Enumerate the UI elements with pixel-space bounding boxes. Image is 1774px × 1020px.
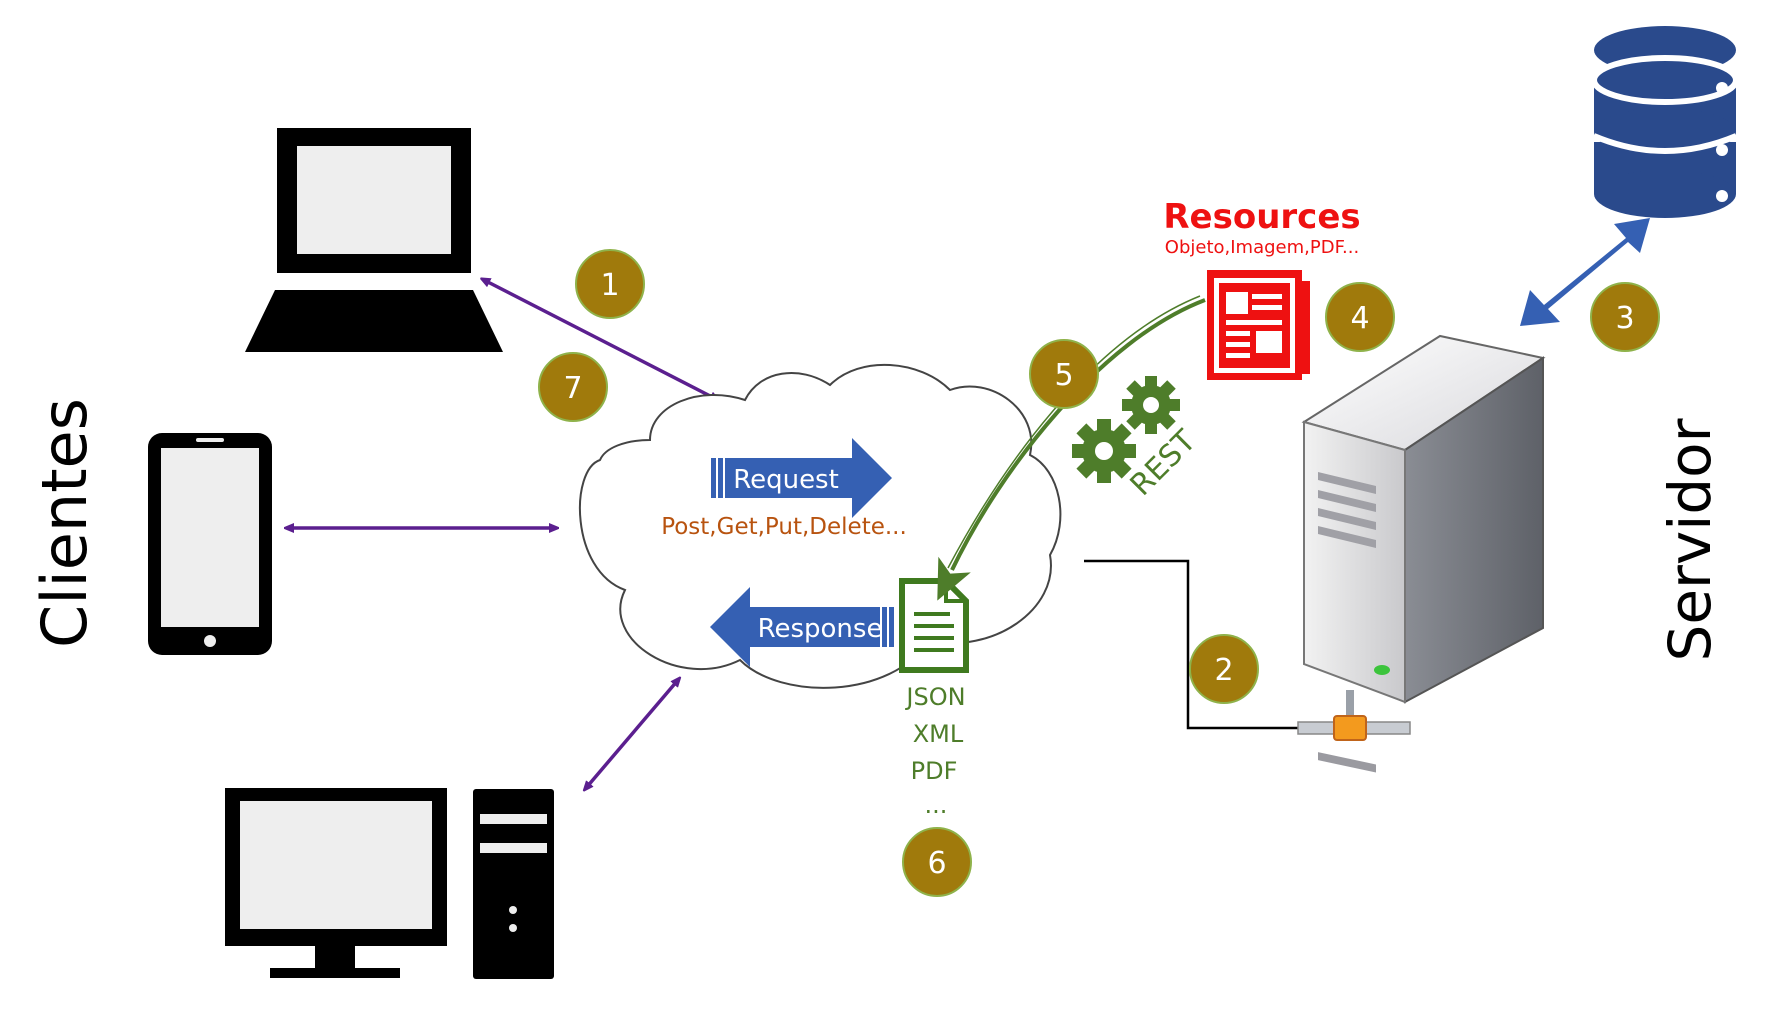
request-arrow: Request <box>711 438 892 518</box>
laptop-cloud-arrow <box>484 280 716 399</box>
request-label: Request <box>733 465 839 495</box>
servidor-label: Servidor <box>1656 418 1724 661</box>
step-2-badge: 2 <box>1189 634 1259 704</box>
step-4-badge: 4 <box>1325 282 1395 352</box>
rest-flow-arrow <box>937 298 1206 601</box>
laptop-icon <box>245 128 503 352</box>
smartphone-icon <box>148 433 272 655</box>
server-database-arrow <box>1520 218 1650 326</box>
step-4-number: 4 <box>1350 301 1369 336</box>
step-3-number: 3 <box>1615 301 1634 336</box>
response-label: Response <box>758 614 883 644</box>
step-6-number: 6 <box>927 846 946 881</box>
newspaper-icon <box>1207 270 1310 380</box>
rest-label: REST <box>1124 423 1204 503</box>
gears-icon <box>1072 376 1180 483</box>
step-1-number: 1 <box>600 268 619 303</box>
desktop-computer-icon <box>225 788 554 979</box>
format-xml: XML <box>913 720 964 748</box>
resources-subtitle: Objeto,Imagem,PDF... <box>1165 237 1359 258</box>
network-connector-icon <box>1084 559 1411 741</box>
step-7-number: 7 <box>563 371 582 406</box>
step-2-number: 2 <box>1214 653 1233 688</box>
client-arrows <box>288 280 716 788</box>
step-5-number: 5 <box>1054 358 1073 393</box>
step-7-badge: 7 <box>538 352 608 422</box>
format-pdf: PDF <box>911 757 958 785</box>
server-tower-icon <box>1301 334 1546 773</box>
format-json: JSON <box>904 683 965 711</box>
request-methods-label: Post,Get,Put,Delete... <box>661 514 907 540</box>
step-1-badge: 1 <box>575 249 645 319</box>
step-badges: 1 7 5 4 3 2 6 <box>538 249 1660 897</box>
response-arrow: Response <box>710 587 894 667</box>
step-6-badge: 6 <box>902 827 972 897</box>
document-icon <box>899 578 969 673</box>
step-3-badge: 3 <box>1590 282 1660 352</box>
step-5-badge: 5 <box>1029 339 1099 409</box>
resources-title: Resources <box>1163 197 1360 237</box>
clientes-label: Clientes <box>28 398 101 648</box>
desktop-cloud-arrow <box>586 680 678 788</box>
response-formats: JSON XML PDF ... <box>904 683 965 819</box>
database-icon <box>1591 26 1739 218</box>
format-etc: ... <box>925 791 948 819</box>
